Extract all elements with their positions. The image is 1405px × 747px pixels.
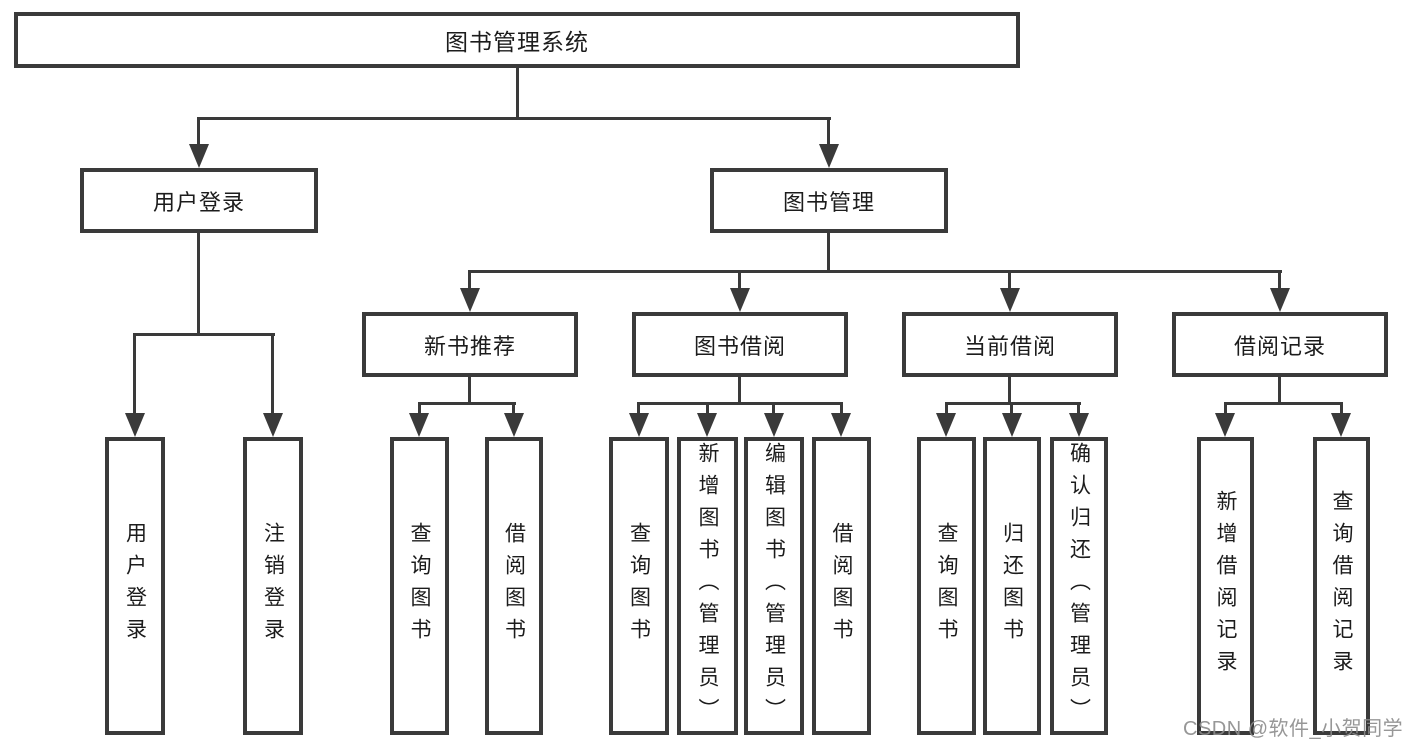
connector-book-mgmt-stem <box>827 117 830 145</box>
leaf-record-query-borrow-record: 查询借阅记录 <box>1313 437 1370 735</box>
arrowhead-borrow-record <box>1270 288 1290 312</box>
connector-newbook-down <box>468 377 471 405</box>
arrowhead-record-leaf1 <box>1215 413 1235 437</box>
node-book-borrowing: 图书借阅 <box>632 312 848 377</box>
leaf-borrow-edit-books-admin: 编辑图书（管理员） <box>744 437 804 735</box>
arrowhead-leaf-logout <box>263 413 283 437</box>
connector-newbook-leaf2-stem <box>512 402 515 415</box>
leaf-current-confirm-return-admin: 确认归还（管理员） <box>1050 437 1108 735</box>
node-book-management-label: 图书管理 <box>782 189 875 215</box>
arrowhead-user-login <box>189 144 209 168</box>
arrowhead-borrow-leaf1 <box>629 413 649 437</box>
arrowhead-new-book <box>460 288 480 312</box>
leaf-borrow-query-books-label: 查询图书 <box>627 522 651 650</box>
node-user-login-label: 用户登录 <box>152 189 245 215</box>
arrowhead-current-borrow <box>1000 288 1020 312</box>
node-new-book-recommend: 新书推荐 <box>362 312 578 377</box>
arrowhead-newbook-leaf1 <box>409 413 429 437</box>
connector-record-leaf2-stem <box>1340 402 1343 415</box>
node-book-management: 图书管理 <box>710 168 948 233</box>
node-new-book-recommend-label: 新书推荐 <box>423 333 516 359</box>
connector-current-borrow-stem <box>1008 270 1011 290</box>
leaf-record-add-borrow-record-label: 新增借阅记录 <box>1214 490 1237 682</box>
connector-record-hline <box>1224 402 1343 405</box>
connector-newbook-leaf1-stem <box>418 402 421 415</box>
connector-borrow-leaf1-stem <box>637 402 640 415</box>
leaf-logout-label: 注销登录 <box>261 522 285 650</box>
leaf-newbook-borrow-books-label: 借阅图书 <box>502 522 526 650</box>
connector-root-stem <box>516 68 519 119</box>
leaf-current-return-books: 归还图书 <box>983 437 1041 735</box>
arrowhead-record-leaf2 <box>1331 413 1351 437</box>
arrowhead-current-leaf1 <box>936 413 956 437</box>
leaf-borrow-borrow-books: 借阅图书 <box>812 437 871 735</box>
arrowhead-book-borrow <box>730 288 750 312</box>
node-root: 图书管理系统 <box>14 12 1020 68</box>
node-current-borrowing-label: 当前借阅 <box>963 333 1056 359</box>
csdn-watermark: CSDN @软件_小贺同学 <box>1183 718 1404 740</box>
connector-current-hline <box>945 402 1081 405</box>
node-book-borrowing-label: 图书借阅 <box>693 333 786 359</box>
connector-borrow-leaf3-stem <box>772 402 775 415</box>
connector-borrow-record-stem <box>1278 270 1281 290</box>
connector-leaf-user-login-stem <box>133 333 136 415</box>
leaf-record-add-borrow-record: 新增借阅记录 <box>1197 437 1254 735</box>
node-user-login: 用户登录 <box>80 168 318 233</box>
leaf-borrow-query-books: 查询图书 <box>609 437 669 735</box>
connector-current-down <box>1008 377 1011 405</box>
arrowhead-borrow-leaf2 <box>697 413 717 437</box>
connector-current-leaf2-stem <box>1010 402 1013 415</box>
connector-book-borrow-stem <box>738 270 741 290</box>
leaf-current-query-books: 查询图书 <box>917 437 976 735</box>
leaf-current-confirm-return-admin-label: 确认归还（管理员） <box>1067 442 1091 730</box>
node-current-borrowing: 当前借阅 <box>902 312 1118 377</box>
connector-book-mgmt-down <box>827 233 830 273</box>
leaf-newbook-query-books-label: 查询图书 <box>408 522 431 650</box>
arrowhead-borrow-leaf4 <box>831 413 851 437</box>
arrowhead-newbook-leaf2 <box>504 413 524 437</box>
arrowhead-leaf-user-login <box>125 413 145 437</box>
connector-level2-hline <box>197 117 831 120</box>
leaf-borrow-edit-books-admin-label: 编辑图书（管理员） <box>762 442 786 730</box>
leaf-borrow-borrow-books-label: 借阅图书 <box>830 522 853 650</box>
connector-current-leaf3-stem <box>1077 402 1080 415</box>
arrowhead-borrow-leaf3 <box>764 413 784 437</box>
connector-borrow-down <box>738 377 741 405</box>
connector-newbook-hline <box>418 402 516 405</box>
leaf-user-login: 用户登录 <box>105 437 165 735</box>
connector-borrow-hline <box>637 402 843 405</box>
connector-borrow-leaf4-stem <box>840 402 843 415</box>
connector-record-down <box>1278 377 1281 405</box>
leaf-logout: 注销登录 <box>243 437 303 735</box>
node-borrowing-records: 借阅记录 <box>1172 312 1388 377</box>
connector-leaf-logout-stem <box>271 333 274 415</box>
arrowhead-current-leaf3 <box>1069 413 1089 437</box>
connector-user-login-stem <box>197 117 200 145</box>
leaf-record-query-borrow-record-label: 查询借阅记录 <box>1330 490 1353 682</box>
connector-record-leaf1-stem <box>1224 402 1227 415</box>
connector-user-login-hline <box>133 333 275 336</box>
leaf-current-query-books-label: 查询图书 <box>935 522 958 650</box>
leaf-borrow-add-books-admin: 新增图书（管理员） <box>677 437 738 735</box>
connector-user-login-down <box>197 233 200 336</box>
leaf-user-login-label: 用户登录 <box>123 522 147 650</box>
arrowhead-current-leaf2 <box>1002 413 1022 437</box>
connector-current-leaf1-stem <box>945 402 948 415</box>
leaf-newbook-query-books: 查询图书 <box>390 437 449 735</box>
connector-borrow-leaf2-stem <box>706 402 709 415</box>
leaf-current-return-books-label: 归还图书 <box>1000 522 1024 650</box>
leaf-newbook-borrow-books: 借阅图书 <box>485 437 543 735</box>
leaf-borrow-add-books-admin-label: 新增图书（管理员） <box>696 442 719 730</box>
node-root-label: 图书管理系统 <box>445 29 589 55</box>
connector-new-book-stem <box>468 270 471 290</box>
node-borrowing-records-label: 借阅记录 <box>1233 333 1326 359</box>
arrowhead-book-mgmt <box>819 144 839 168</box>
connector-level3-hline <box>468 270 1282 273</box>
